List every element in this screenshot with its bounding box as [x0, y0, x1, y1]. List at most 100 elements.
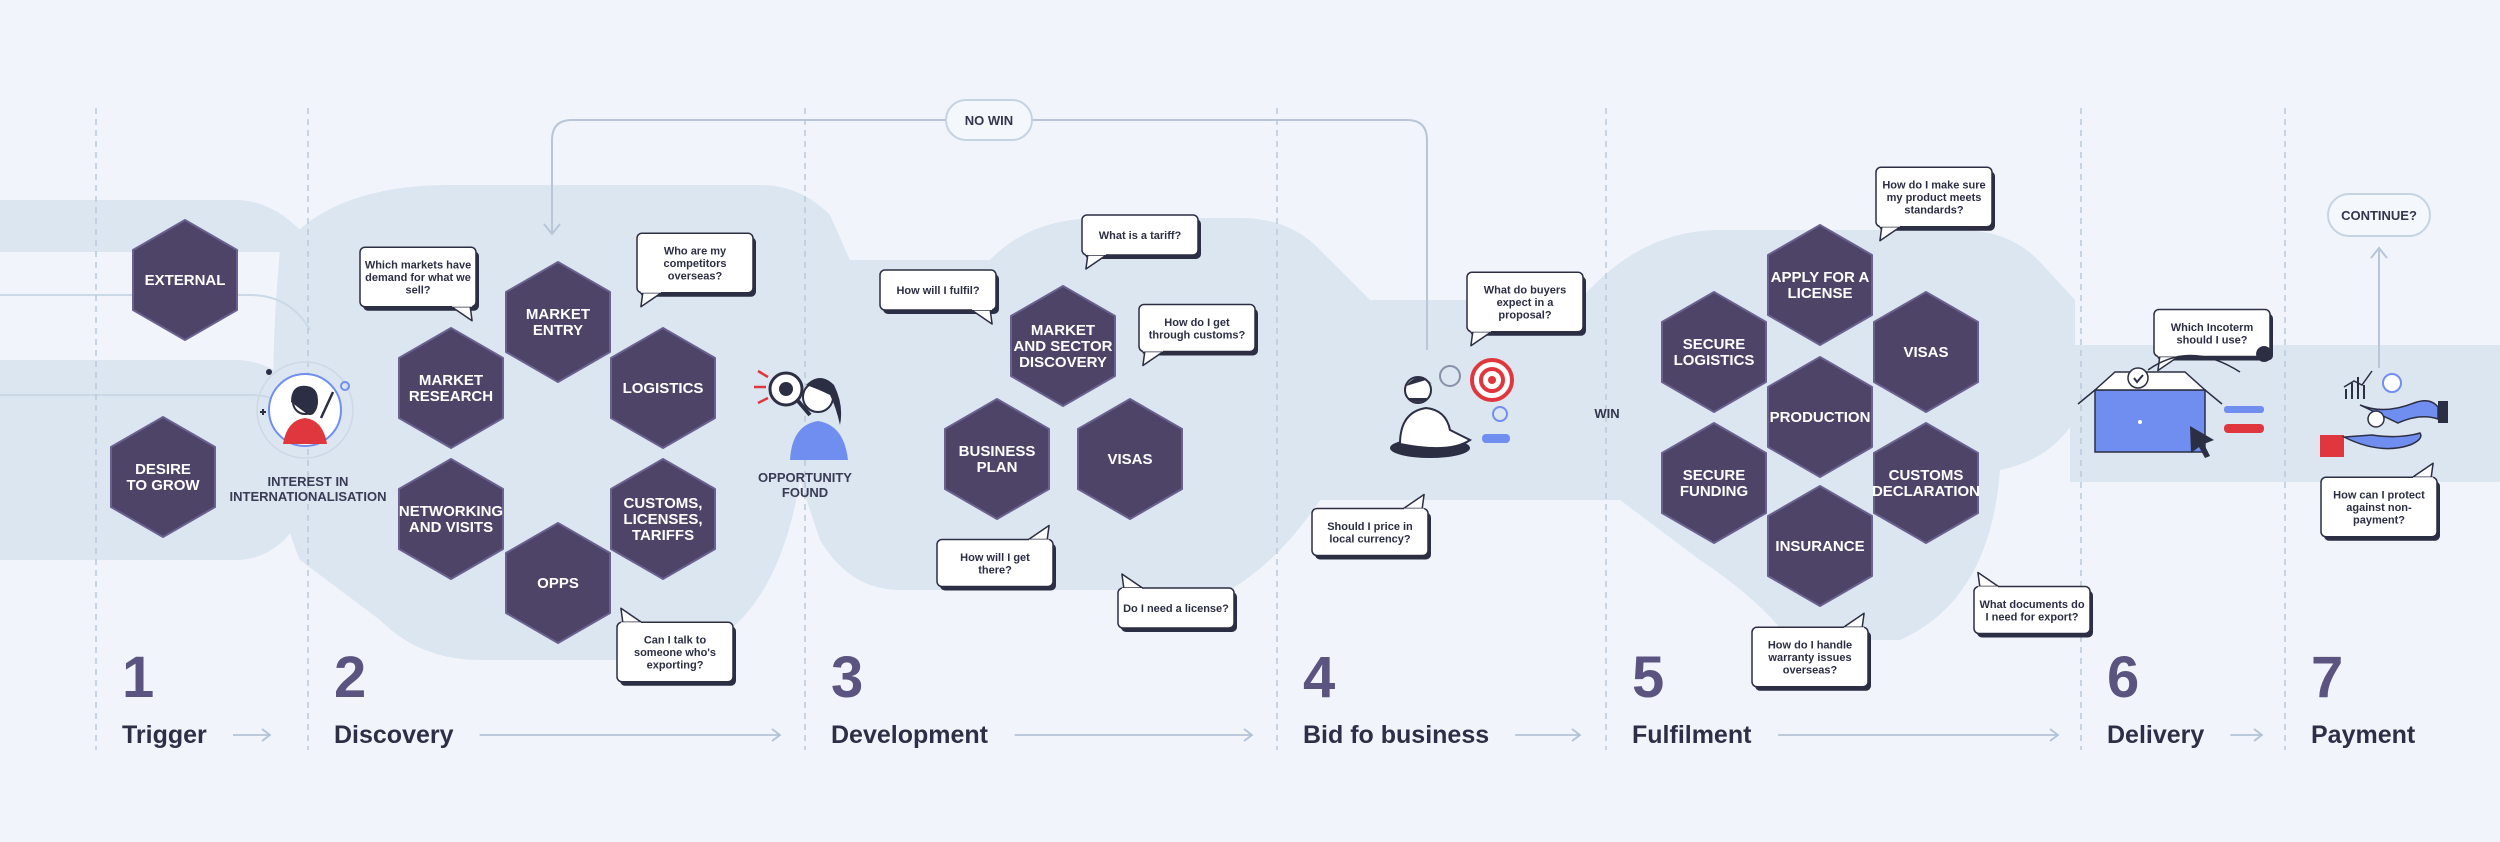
hexagon-label: MARKET [526, 306, 590, 323]
bubble-text: How can I protect [2333, 490, 2425, 502]
hexagon-label: DESIRE [135, 461, 191, 478]
hexagon-visas-dev: VISAS [1077, 398, 1183, 520]
win-label: WIN [1594, 406, 1619, 421]
hexagon-shape [610, 458, 716, 580]
hexagon-label: DECLARATION [1872, 483, 1980, 500]
bubble-text: Should I price in [1327, 521, 1413, 533]
hexagon-shape [398, 327, 504, 449]
bubble-text: demand for what we [365, 272, 471, 284]
bubble-text: What do buyers [1484, 285, 1567, 297]
stage-number: 1 [122, 645, 154, 710]
hexagon-shape [1077, 398, 1183, 520]
bubble-box [2320, 476, 2438, 538]
bubble-joint [1121, 588, 1142, 591]
bubble-tariff: What is a tariff? [1081, 214, 1201, 270]
bubble-joint [1085, 252, 1106, 255]
bubble-joint [1142, 348, 1163, 352]
bubble-joint [1844, 627, 1865, 631]
bubble-text: through customs? [1149, 329, 1246, 341]
hexagon-label: LICENSES, [623, 511, 702, 528]
hexagon-label: DISCOVERY [1019, 354, 1107, 371]
bubble-box [879, 269, 997, 311]
hexagon-shape [1661, 422, 1767, 544]
bubble-text: How do I make sure [1882, 180, 1985, 192]
stage-label: Discovery [334, 721, 454, 749]
bubble-box [1751, 626, 1869, 688]
continue-label: CONTINUE? [2341, 208, 2417, 223]
bubble-box [1117, 587, 1235, 629]
bubble-joint [1977, 586, 1998, 590]
hexagon-shape [1873, 422, 1979, 544]
hexagon-label: MARKET [1031, 322, 1095, 339]
bubble-joint [640, 289, 661, 293]
bubble-text: standards? [1904, 205, 1964, 217]
bubble-joint [2157, 353, 2178, 357]
stage-label: Development [831, 721, 989, 749]
hexagon-label: RESEARCH [409, 388, 493, 405]
hexagon-shape [1767, 224, 1873, 346]
hexagon-customs: CUSTOMS,LICENSES,TARIFFS [610, 458, 716, 580]
stage-arrow-head [2253, 728, 2264, 742]
bubble-text: Which Incoterm [2171, 322, 2254, 334]
bubble-box [616, 621, 734, 683]
bubble-text: How do I get [1164, 317, 1230, 329]
bubble-box [1138, 303, 1256, 353]
hexagon-label: AND VISITS [409, 519, 493, 536]
parcel-illustration [2077, 346, 2273, 458]
bubble-joint [2413, 477, 2434, 481]
bubble-text: What documents do [1979, 599, 2084, 611]
hexagon-shape [398, 458, 504, 580]
bubble-joint [452, 303, 473, 307]
hexagon-label: MARKET [419, 372, 483, 389]
payment-hands-illustration [2320, 370, 2448, 457]
bubble-box [1973, 585, 2091, 635]
hexagon-visas-ful: VISAS [1873, 291, 1979, 413]
stage-arrow-head [261, 728, 272, 742]
stage-number: 2 [334, 645, 366, 710]
bubble-text: sell? [405, 285, 430, 297]
bubble-box [2153, 308, 2271, 358]
bubble-text: competitors [664, 258, 727, 270]
hexagon-shape [1661, 291, 1767, 413]
hexagon-insurance: INSURANCE [1767, 485, 1873, 607]
bubble-joint [1404, 508, 1425, 512]
bubble-text: expect in a [1497, 297, 1555, 309]
bubble-text: Who are my [664, 246, 727, 258]
hexagon-label: SECURE [1683, 467, 1746, 484]
bubble-text: proposal? [1498, 310, 1551, 322]
bubble-box [936, 538, 1054, 588]
bubble-text: exporting? [647, 660, 704, 672]
hexagon-shape [1767, 356, 1873, 478]
hexagon-logistics: LOGISTICS [610, 327, 716, 449]
target-person-illustration [1390, 358, 1514, 458]
hexagon-shape [1767, 485, 1873, 607]
bubble-text: overseas? [1783, 665, 1838, 677]
bubble-text: How will I fulfil? [896, 285, 979, 297]
interest-caption-line-2: INTERNATIONALISATION [230, 489, 387, 504]
bubble-joint [1879, 223, 1900, 227]
continue-pill: CONTINUE? [2327, 193, 2431, 368]
hexagon-label: ENTRY [533, 322, 583, 339]
upper-band [0, 200, 345, 252]
bubble-joint [1470, 328, 1491, 332]
